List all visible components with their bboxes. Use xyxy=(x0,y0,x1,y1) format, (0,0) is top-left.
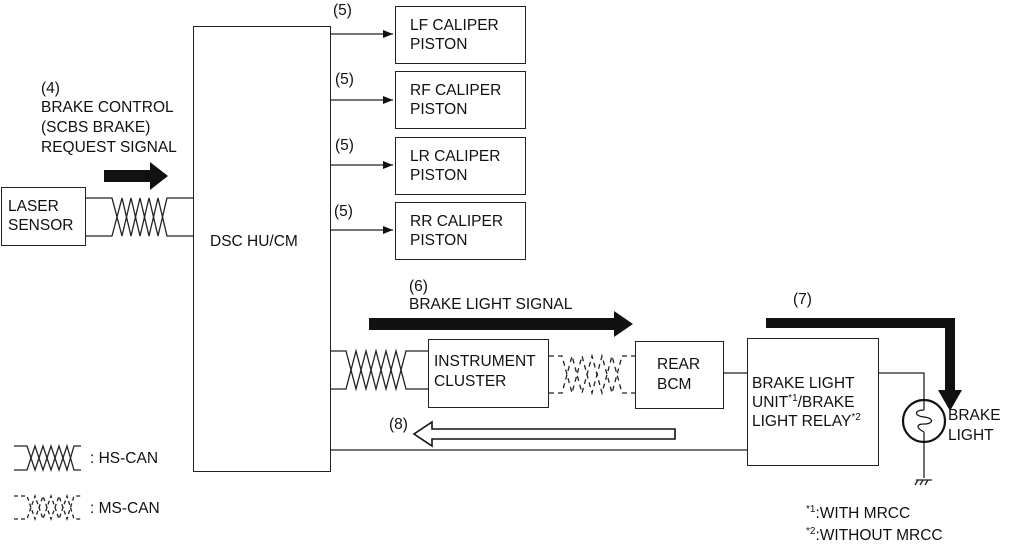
caliper-signal-number: (5) xyxy=(334,203,353,220)
lf-caliper-piston-box: LF CALIPER PISTON xyxy=(395,6,526,64)
brake-light-unit-label-line2: UNIT*1/BRAKE xyxy=(752,393,854,412)
unit-to-lamp-line xyxy=(878,372,925,397)
brake-light-label-line1: BRAKE xyxy=(948,407,1001,424)
signal-4-label-line3: REQUEST SIGNAL xyxy=(41,139,177,156)
caliper-label-line2: PISTON xyxy=(410,232,468,249)
laser-sensor-label-line2: SENSOR xyxy=(8,217,74,234)
legend-ms-can-label: : MS-CAN xyxy=(90,500,160,517)
laser-sensor-box: LASER SENSOR xyxy=(1,187,86,246)
signal-7-number: (7) xyxy=(793,291,812,308)
instrument-cluster-label-line1: INSTRUMENT xyxy=(434,353,536,370)
dsc-label: DSC HU/CM xyxy=(210,233,298,250)
caliper-label-line2: PISTON xyxy=(410,101,468,118)
signal-6-number: (6) xyxy=(409,278,428,295)
caliper-signal-number: (5) xyxy=(335,71,354,88)
signal-6-label: BRAKE LIGHT SIGNAL xyxy=(409,296,573,313)
signal-8-number: (8) xyxy=(389,416,408,433)
laser-sensor-label-line1: LASER xyxy=(8,198,59,215)
instrument-cluster-box: INSTRUMENT CLUSTER xyxy=(428,339,549,408)
signal-4-label-line1: BRAKE CONTROL xyxy=(41,99,174,116)
footnote-1-text: :WITH MRCC xyxy=(815,505,911,522)
legend-hs-can-symbol xyxy=(14,443,81,473)
rear-bcm-label-line1: REAR xyxy=(657,356,701,373)
signal-4-number: (4) xyxy=(41,80,60,97)
brake-relay-text: /BRAKE xyxy=(797,394,855,411)
footnote-2-mark: *2 xyxy=(806,526,816,537)
lr-caliper-piston-box: LR CALIPER PISTON xyxy=(395,137,526,195)
brake-light-relay-text: LIGHT RELAY xyxy=(752,413,852,430)
brake-light-bulb-icon xyxy=(901,397,947,444)
signal-7-arrow xyxy=(766,318,962,411)
footnote-1: *1:WITH MRCC xyxy=(806,505,910,523)
brake-light-label-line2: LIGHT xyxy=(948,427,994,444)
caliper-label-line1: LR CALIPER xyxy=(410,148,501,165)
rear-bcm-label-line2: BCM xyxy=(657,376,692,393)
dsc-hu-cm-box: DSC HU/CM xyxy=(193,26,331,472)
rf-caliper-piston-box: RF CALIPER PISTON xyxy=(395,71,526,129)
brake-light-unit-text: UNIT xyxy=(752,394,789,411)
rear-bcm-box: REAR BCM xyxy=(635,341,724,409)
instrument-cluster-label-line2: CLUSTER xyxy=(434,373,507,390)
signal-6-arrow xyxy=(369,311,633,337)
brake-light-unit-label-line3: LIGHT RELAY*2 xyxy=(752,412,861,431)
rr-caliper-piston-box: RR CALIPER PISTON xyxy=(395,202,526,260)
legend-ms-can-symbol xyxy=(14,493,81,522)
caliper-signal-number: (5) xyxy=(333,2,352,19)
signal-8-arrow xyxy=(412,420,676,448)
caliper-label-line1: RR CALIPER xyxy=(410,213,504,230)
hs-can-twisted-pair-laser xyxy=(85,197,193,237)
caliper-label-line1: LF CALIPER xyxy=(410,17,499,34)
brake-light-unit-label-line1: BRAKE LIGHT xyxy=(752,375,855,392)
footnote-2: *2:WITHOUT MRCC xyxy=(806,527,943,545)
signal-4-arrow xyxy=(104,162,168,190)
ms-can-twisted-pair xyxy=(549,353,636,396)
caliper-label-line2: PISTON xyxy=(410,167,468,184)
ground-icon xyxy=(914,479,932,486)
signal-4-label-line2: (SCBS BRAKE) xyxy=(41,119,151,136)
footnote-mark-1: *1 xyxy=(788,393,798,404)
caliper-signal-number: (5) xyxy=(335,137,354,154)
footnote-mark-2: *2 xyxy=(851,412,861,423)
caliper-label-line2: PISTON xyxy=(410,36,468,53)
caliper-label-line1: RF CALIPER xyxy=(410,82,502,99)
brake-light-unit-box: BRAKE LIGHT UNIT*1/BRAKE LIGHT RELAY*2 xyxy=(747,338,879,466)
hs-can-twisted-pair-cluster xyxy=(330,348,429,392)
legend-hs-can-label: : HS-CAN xyxy=(90,450,159,467)
footnote-2-text: :WITHOUT MRCC xyxy=(815,527,943,544)
footnote-1-mark: *1 xyxy=(806,504,816,515)
